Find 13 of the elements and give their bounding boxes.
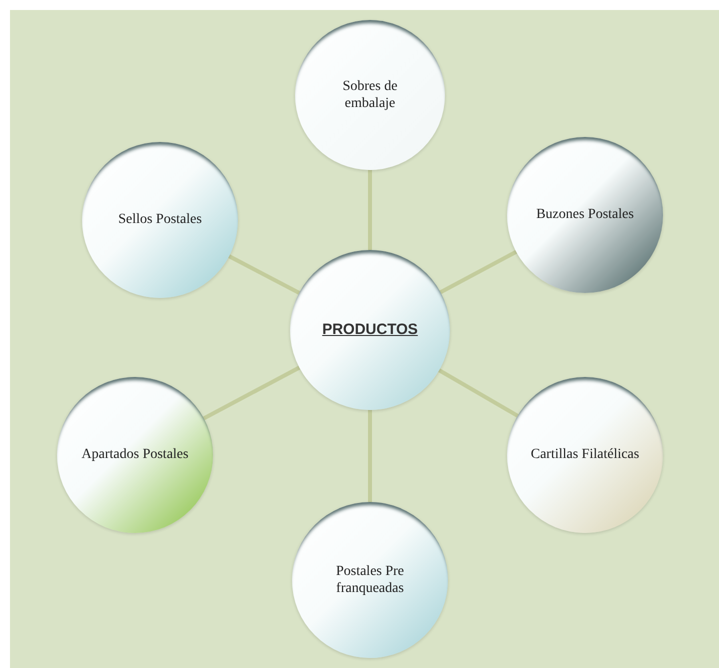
node-label: Buzones Postales: [535, 206, 635, 224]
node-label: Cartillas Filatélicas: [530, 446, 640, 464]
node-label: Postales Pre franqueadas: [334, 562, 406, 598]
connector-line: [202, 366, 300, 420]
node-label: Sellos Postales: [117, 211, 203, 229]
connector-line: [228, 254, 300, 295]
connector-line: [368, 410, 372, 502]
connector-line: [440, 250, 518, 294]
connector-line: [438, 368, 519, 418]
connector-line: [368, 170, 372, 250]
node-label: Apartados Postales: [80, 446, 190, 464]
node-label: Sobres de embalaje: [342, 78, 398, 112]
node-label: PRODUCTOS: [321, 320, 419, 340]
